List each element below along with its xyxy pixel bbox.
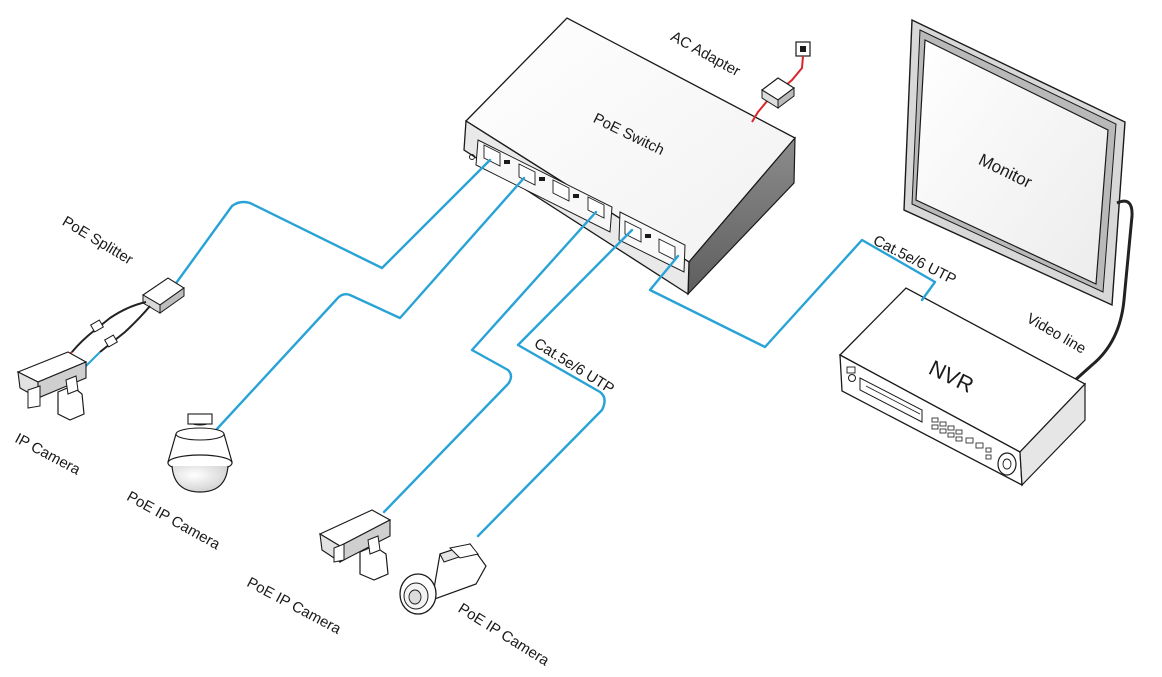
box-camera [318, 509, 392, 581]
poe-switch [463, 17, 797, 296]
cable-splitter [172, 158, 492, 288]
cable-bullet [476, 228, 634, 538]
monitor [903, 18, 1134, 384]
poe-splitter [59, 277, 185, 367]
ip-camera [16, 351, 88, 421]
bullet-camera [399, 543, 487, 615]
dome-camera [167, 413, 233, 493]
cable-nvr [648, 238, 937, 349]
cable-dome [214, 176, 526, 432]
utp-cables [172, 158, 937, 538]
ac-adapter [751, 41, 811, 123]
cable-box [382, 210, 598, 514]
nvr [838, 287, 1087, 487]
